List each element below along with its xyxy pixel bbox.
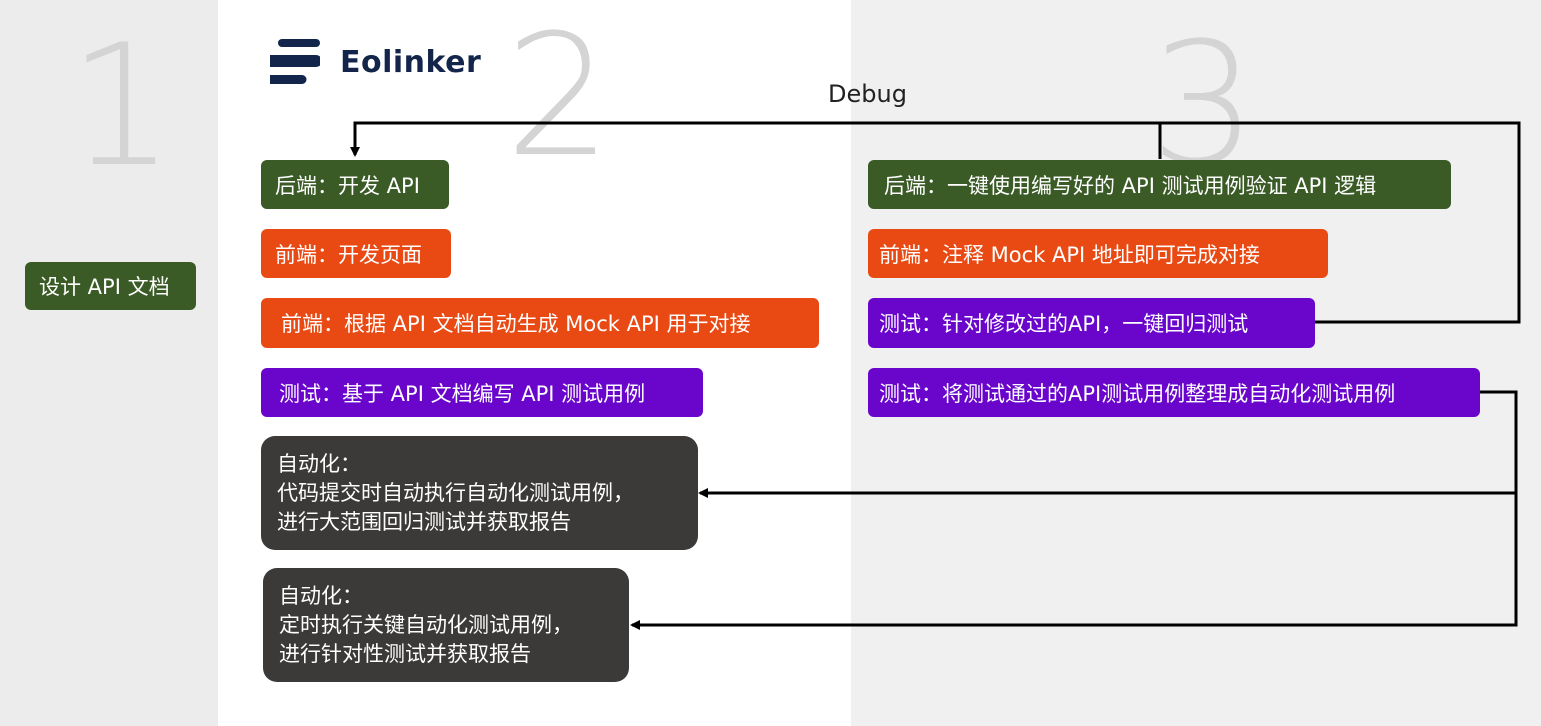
automation-commit-box: 自动化： 代码提交时自动执行自动化测试用例， 进行大范围回归测试并获取报告	[261, 436, 698, 550]
test-regression-box: 测试：针对修改过的API，一键回归测试	[868, 298, 1315, 348]
debug-label: Debug	[828, 80, 907, 108]
automation-scheduled-box: 自动化： 定时执行关键自动化测试用例， 进行针对性测试并获取报告	[263, 568, 629, 682]
frontend-develop-page-box: 前端：开发页面	[261, 229, 451, 278]
frontend-comment-mock-box: 前端：注释 Mock API 地址即可完成对接	[868, 229, 1328, 278]
eolinker-logo-icon	[270, 39, 320, 84]
design-api-doc-box: 设计 API 文档	[25, 262, 196, 310]
backend-develop-api-box: 后端：开发 API	[261, 160, 449, 209]
stage-number-1: 1	[68, 8, 175, 204]
backend-verify-box: 后端：一键使用编写好的 API 测试用例验证 API 逻辑	[868, 160, 1451, 209]
test-organize-box: 测试：将测试通过的API测试用例整理成自动化测试用例	[868, 368, 1480, 417]
frontend-mock-api-box: 前端：根据 API 文档自动生成 Mock API 用于对接	[261, 298, 819, 348]
eolinker-logo: Eolinker	[266, 37, 481, 87]
stage-number-2: 2	[505, 0, 612, 194]
stage-1-panel	[0, 0, 218, 726]
logo-text: Eolinker	[340, 44, 482, 80]
test-write-cases-box: 测试：基于 API 文档编写 API 测试用例	[261, 368, 703, 417]
